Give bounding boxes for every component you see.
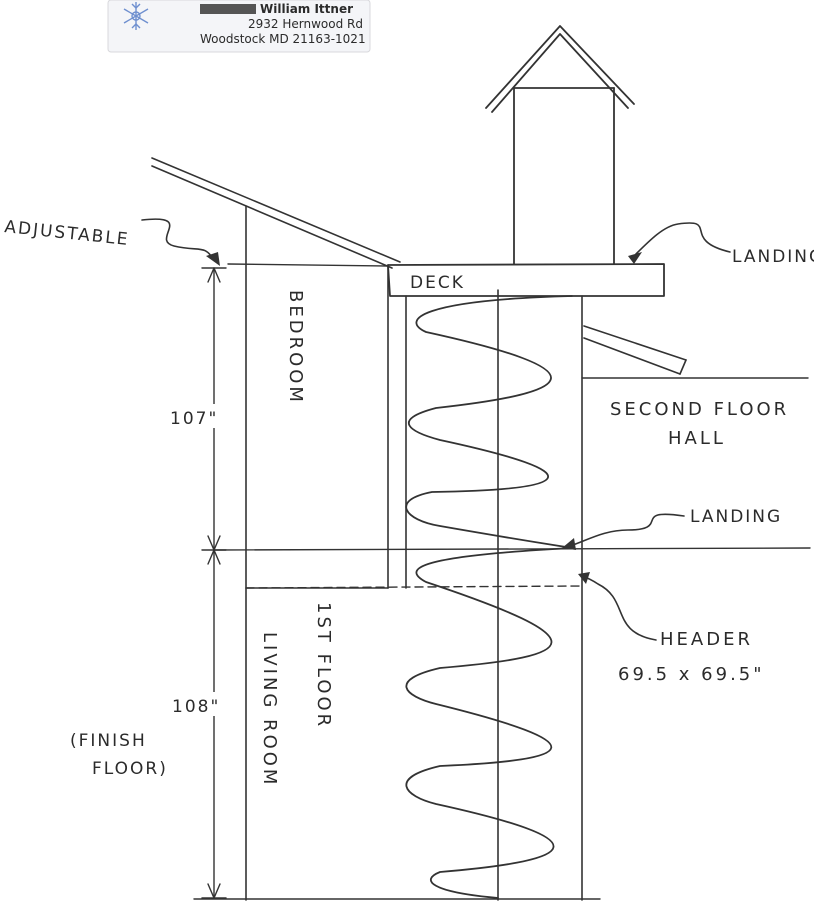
landing-top-label: LANDING <box>732 247 814 267</box>
stair-shaft <box>405 289 583 901</box>
redaction-mark <box>200 4 256 14</box>
dim-lower-gap <box>168 692 232 716</box>
dim-upper-label: 107" <box>170 409 218 429</box>
address-label: William Ittner 2932 Hernwood Rd Woodstoc… <box>107 0 371 53</box>
address-street: 2932 Hernwood Rd <box>248 17 363 31</box>
dim-lower-label: 108" <box>172 697 220 717</box>
adjustable-arrowhead <box>206 252 220 266</box>
first-floor-label: 1ST FLOOR <box>313 602 334 729</box>
landing-mid-arrow <box>569 513 685 547</box>
floor-lines <box>193 263 811 900</box>
roof-line <box>151 157 401 269</box>
deck-slab <box>387 263 665 297</box>
header-arrowhead <box>578 572 590 584</box>
address-city: Woodstock MD 21163-1021 <box>200 32 366 46</box>
dim-upper-gap <box>164 404 230 428</box>
finish-floor-label-1: (FINISH <box>70 731 147 751</box>
deck-label: DECK <box>410 273 465 293</box>
landing-mid-arrowhead <box>562 538 576 550</box>
adjustable-label: ADJUSTABLE <box>3 217 130 250</box>
second-floor-label: SECOND FLOOR <box>610 399 789 420</box>
header-arrow <box>581 575 657 641</box>
landing-mid-label: LANDING <box>690 507 782 527</box>
spiral-stair <box>405 295 573 899</box>
address-name: William Ittner <box>260 2 353 16</box>
cupola <box>485 25 635 265</box>
bedroom-walls <box>245 205 389 901</box>
landing-top-arrow <box>635 222 731 255</box>
adjustable-arrow <box>141 218 215 261</box>
dimension-lower <box>201 549 227 899</box>
header-size-label: 69.5 x 69.5" <box>618 664 765 685</box>
hall-ramp <box>583 325 687 375</box>
living-room-label: LIVING ROOM <box>259 632 280 787</box>
header-label: HEADER <box>660 629 753 650</box>
second-floor-hall-label: HALL <box>668 428 726 449</box>
finish-floor-label-2: FLOOR) <box>92 759 168 779</box>
landing-top-arrowhead <box>628 252 642 264</box>
snowflake-icon <box>123 2 149 30</box>
bedroom-label: BEDROOM <box>285 290 306 405</box>
